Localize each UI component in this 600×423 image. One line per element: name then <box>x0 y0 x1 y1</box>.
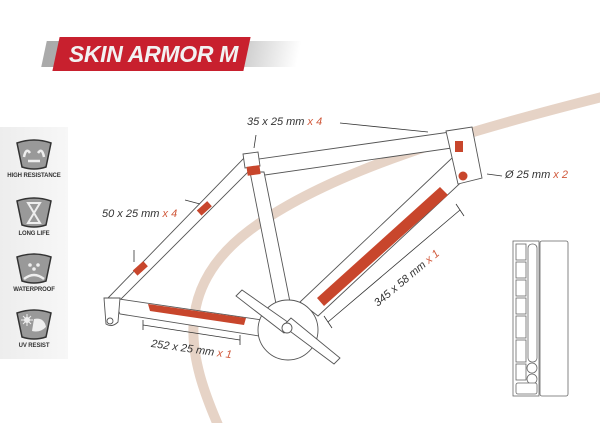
kit-sheet-icon <box>512 240 569 397</box>
patch-top-tube <box>246 165 261 176</box>
hourglass-icon <box>16 197 52 228</box>
feature-waterproof: WATERPROOF <box>0 253 68 293</box>
seat-tube <box>249 171 293 315</box>
patch-seat-stay-lower <box>132 261 148 276</box>
patch-seat-stay-upper <box>196 201 212 216</box>
callout-lines <box>133 122 503 345</box>
seat-clamp <box>242 151 261 169</box>
title-banner: SKIN ARMOR M <box>36 37 302 73</box>
patch-chain-stay <box>148 304 246 325</box>
label-50x25: 50 x 25 mm x 4 <box>102 208 178 220</box>
patch-round <box>458 171 468 181</box>
sun-uv-icon <box>16 309 52 340</box>
patch-head-tube <box>455 141 463 152</box>
feature-uv-resist: UV RESIST <box>0 309 68 349</box>
label-round-25: Ø 25 mm x 2 <box>505 169 568 181</box>
feature-high-resistance: HIGH RESISTANCE <box>0 139 68 179</box>
water-drops-icon <box>16 253 52 284</box>
seat-stay <box>107 157 257 301</box>
crank-bolt <box>281 322 293 334</box>
crank-arm-front <box>282 317 341 365</box>
hands-stretch-icon <box>16 139 52 170</box>
frame-outline <box>103 126 483 365</box>
label-35x25: 35 x 25 mm x 4 <box>247 116 323 128</box>
product-title: SKIN ARMOR M <box>68 41 239 67</box>
dropout-hole <box>106 317 114 325</box>
patch-down-tube <box>317 187 448 306</box>
feature-panel: HIGH RESISTANCE LONG LIFE WATERPROOF UV … <box>0 127 68 359</box>
protection-patches <box>132 141 468 325</box>
feature-long-life: LONG LIFE <box>0 197 68 237</box>
